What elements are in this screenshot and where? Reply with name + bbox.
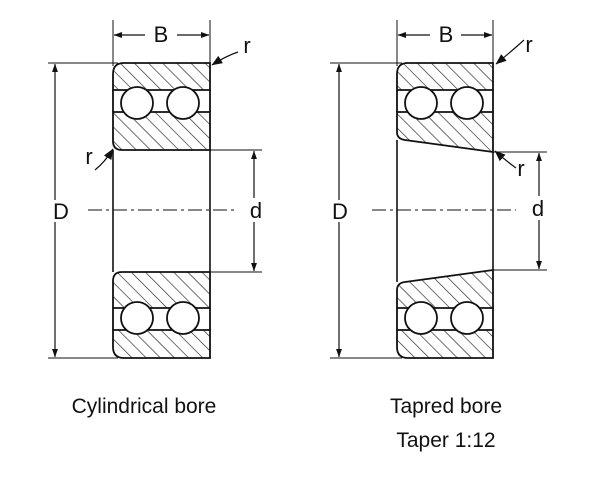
outer-diameter-label: D <box>53 199 69 224</box>
ball-lower-left <box>120 301 154 335</box>
lower-outer-ring <box>112 329 211 359</box>
outer-radius-leader <box>211 51 239 66</box>
outer-radius-label: r <box>525 32 532 57</box>
inner-radius-label: r <box>517 156 524 181</box>
ball-upper-left <box>404 86 438 120</box>
lower-inner-ring <box>112 271 211 309</box>
ball-lower-right <box>166 301 200 335</box>
width-label: B <box>154 22 169 47</box>
ball-upper-left <box>120 86 154 120</box>
caption-taper-ratio: Taper 1:12 <box>396 429 495 452</box>
ball-lower-left <box>404 301 438 335</box>
inner-radius-leader <box>94 148 114 171</box>
upper-inner-ring <box>112 111 211 151</box>
upper-outer-ring <box>396 62 494 91</box>
ball-upper-right <box>450 86 484 120</box>
bore-diameter-label: d <box>250 198 262 223</box>
outer-radius-leader <box>495 39 525 65</box>
caption-tapered: Tapred bore <box>390 395 502 418</box>
lower-inner-ring-tapered <box>396 268 494 309</box>
ball-lower-right <box>450 301 484 335</box>
cylindrical-bore-view: B D d <box>48 20 262 418</box>
ball-upper-right <box>166 86 200 120</box>
inner-radius-leader <box>494 150 517 169</box>
bore-diameter-label: d <box>532 196 544 221</box>
upper-outer-ring <box>112 62 211 91</box>
tapered-bore-view: B D d r r Tapred bore Taper 1:12 <box>330 20 547 452</box>
width-label: B <box>439 22 454 47</box>
lower-outer-ring <box>396 329 494 359</box>
outer-radius-label: r <box>243 33 250 58</box>
caption-cylindrical: Cylindrical bore <box>72 395 217 418</box>
outer-diameter-label: D <box>332 199 348 224</box>
upper-inner-ring-tapered <box>396 111 494 154</box>
inner-radius-label: r <box>85 144 92 169</box>
